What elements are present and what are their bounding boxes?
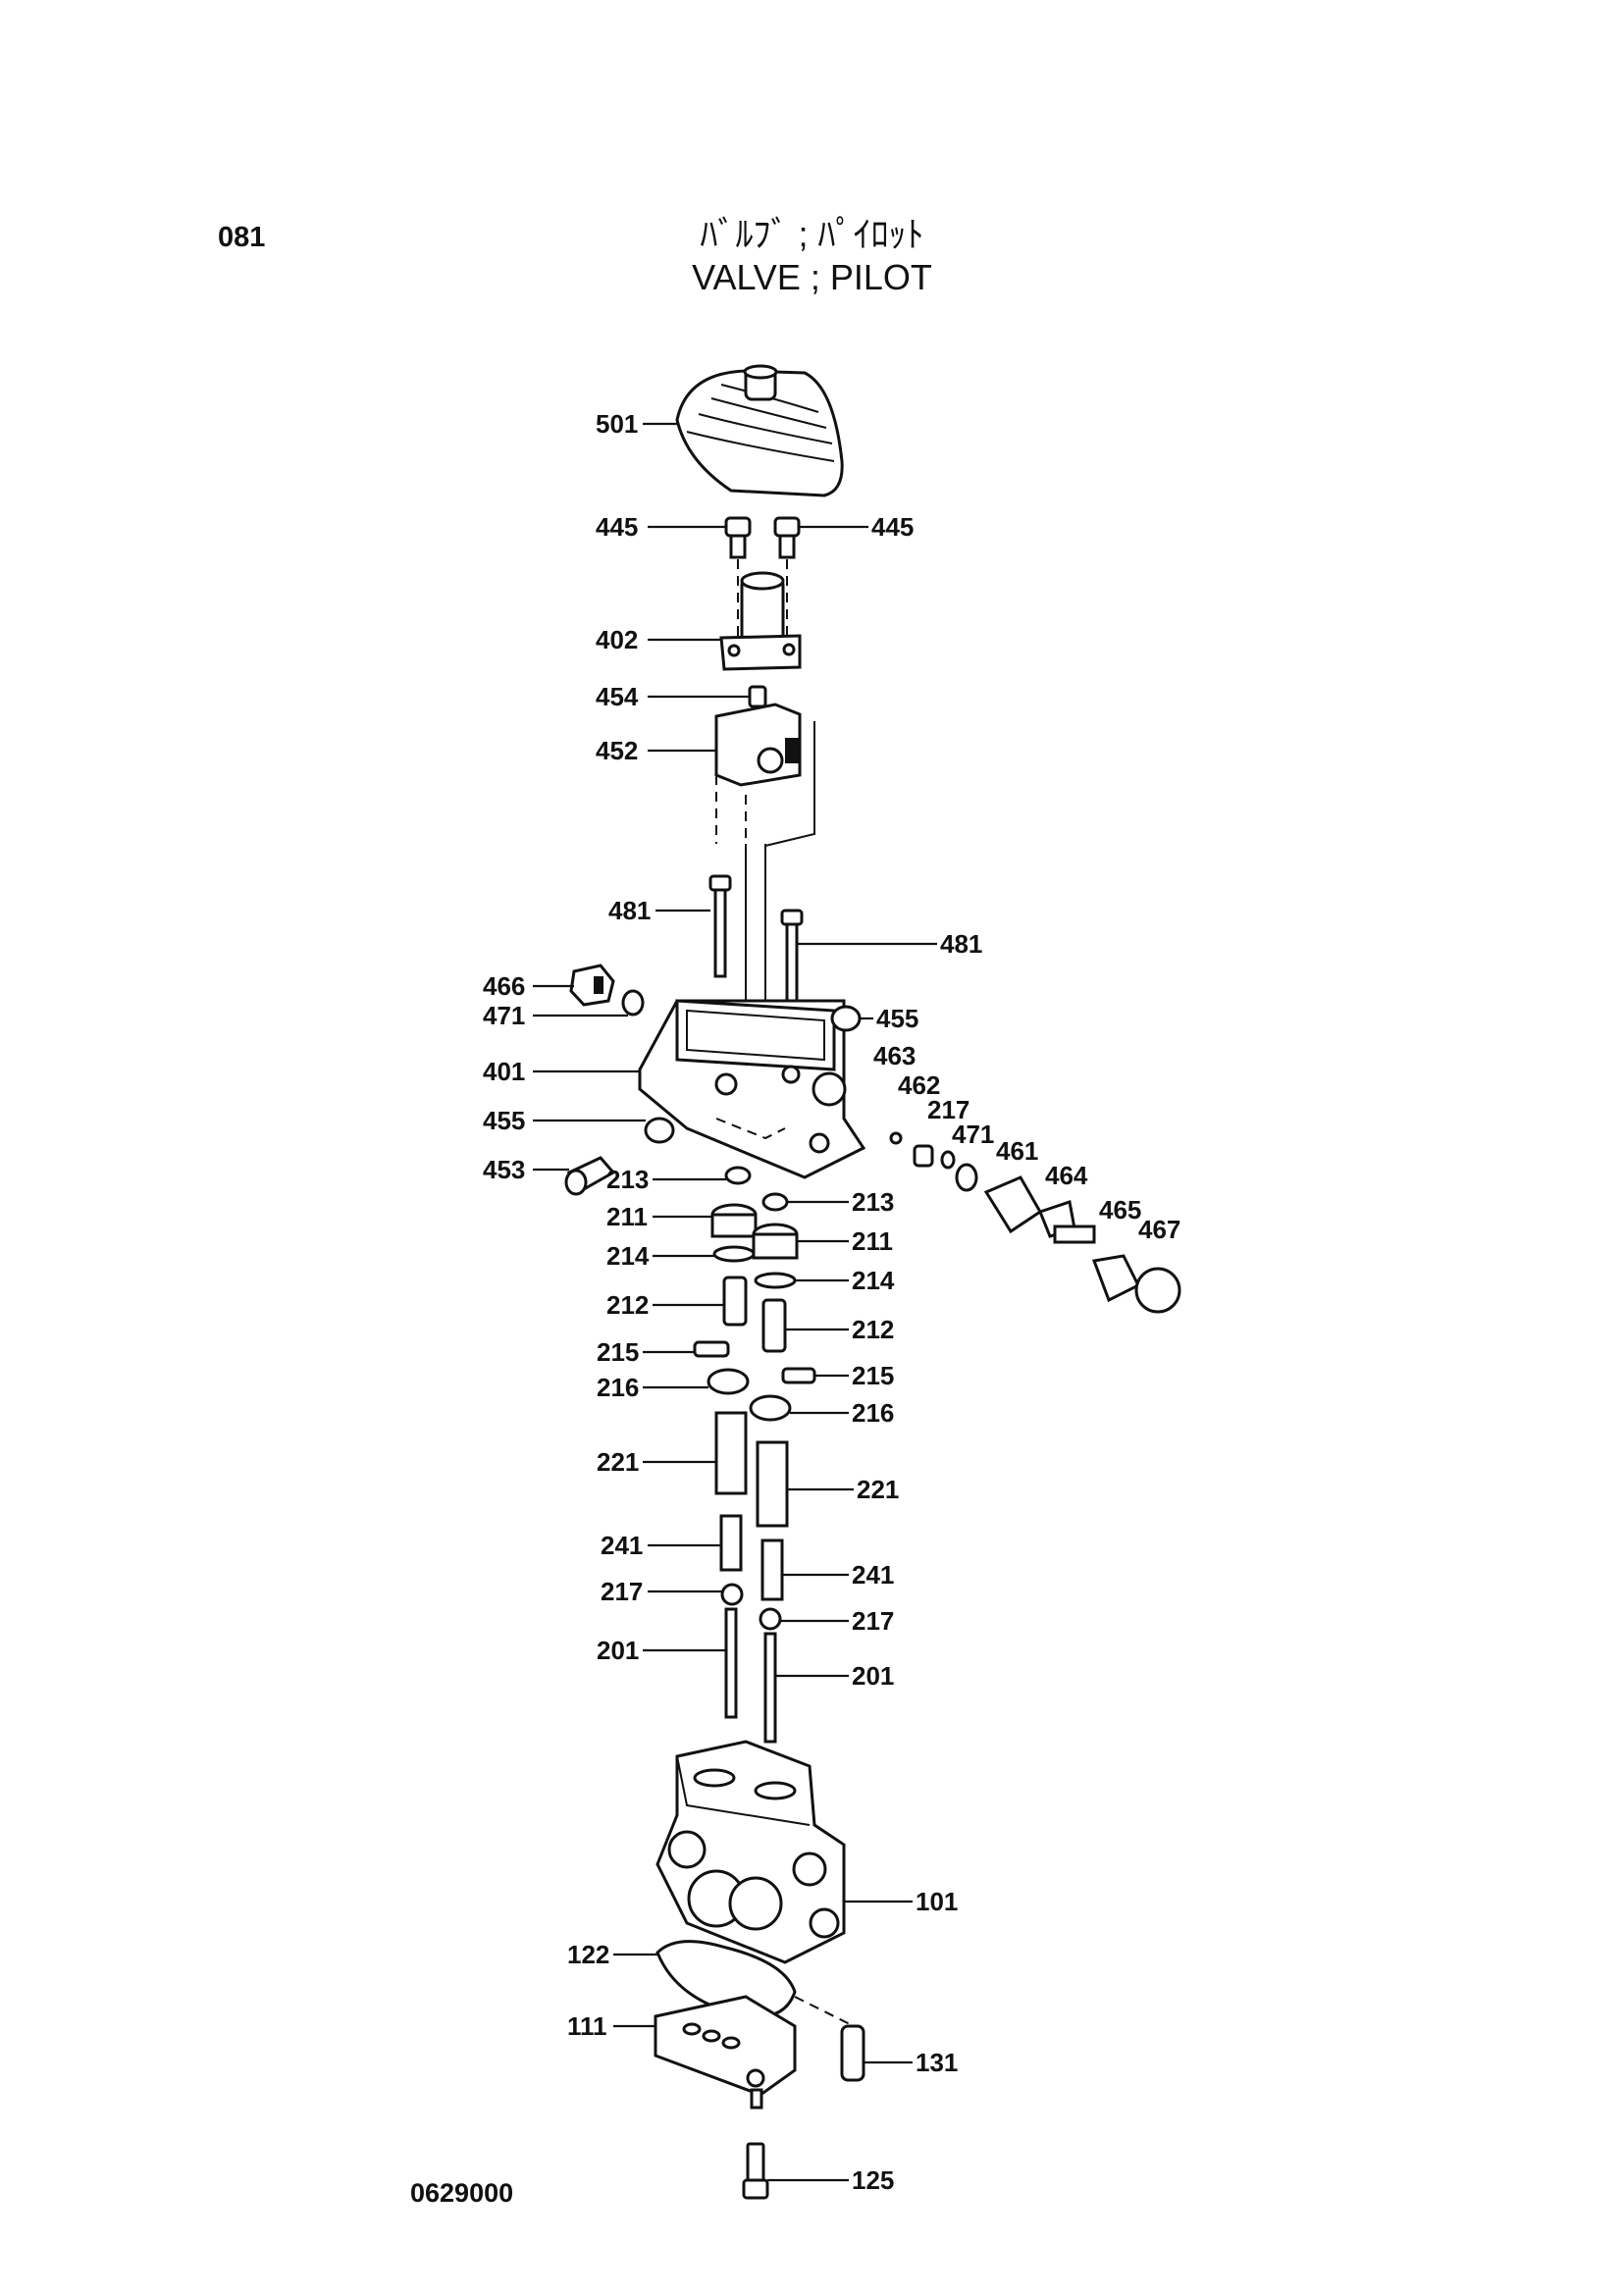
title-english: VALVE ; PILOT xyxy=(692,257,932,297)
part-125-screw xyxy=(742,2142,769,2200)
right-seal-stack xyxy=(749,1192,816,1744)
callout-211-left: 211 xyxy=(606,1202,648,1231)
callout-217-left: 217 xyxy=(601,1577,643,1606)
part-454 xyxy=(748,685,767,708)
callout-212-left: 212 xyxy=(606,1290,649,1320)
callout-201-right: 201 xyxy=(852,1661,894,1691)
callout-445-left: 445 xyxy=(596,512,638,542)
part-453 xyxy=(564,1156,616,1196)
callout-213-right: 213 xyxy=(852,1187,894,1217)
part-402-plate xyxy=(719,571,802,671)
title-japanese: ﾊﾞﾙﾌﾞ ; ﾊﾟｲﾛｯﾄ xyxy=(700,214,924,254)
callout-214-left: 214 xyxy=(606,1241,650,1271)
callout-211-right: 211 xyxy=(852,1226,893,1256)
callout-481-right: 481 xyxy=(940,929,982,959)
drawing-number: 0629000 xyxy=(410,2178,514,2208)
right-fitting-chain xyxy=(889,1131,1181,1314)
left-seal-stack xyxy=(693,1166,758,1719)
callout-471-left: 471 xyxy=(483,1001,525,1030)
leader-lines xyxy=(533,422,937,2182)
callout-215-left: 215 xyxy=(597,1337,639,1367)
callout-452: 452 xyxy=(596,736,638,765)
callout-464: 464 xyxy=(1045,1161,1088,1190)
callout-216-left: 216 xyxy=(597,1373,639,1402)
callout-214-right: 214 xyxy=(852,1266,895,1295)
callout-401: 401 xyxy=(483,1057,525,1086)
callout-241-left: 241 xyxy=(601,1531,643,1560)
part-452-block xyxy=(714,703,815,863)
callout-111: 111 xyxy=(567,2011,607,2041)
callout-467: 467 xyxy=(1138,1215,1180,1244)
callout-461: 461 xyxy=(996,1136,1038,1166)
part-122-gasket xyxy=(655,1940,797,2019)
part-466-plug xyxy=(569,964,615,1007)
callout-466: 466 xyxy=(483,971,525,1001)
callout-131: 131 xyxy=(916,2048,958,2077)
callout-122: 122 xyxy=(567,1940,609,1969)
callout-455-left: 455 xyxy=(483,1106,525,1135)
callout-241-right: 241 xyxy=(852,1560,894,1590)
callout-labels: 501 445 445 402 454 452 481 481 466 471 … xyxy=(483,409,1180,2195)
callout-465: 465 xyxy=(1099,1195,1141,1225)
callout-213-left: 213 xyxy=(606,1165,649,1194)
callout-201-left: 201 xyxy=(597,1636,639,1665)
part-401-housing xyxy=(638,999,866,1179)
callout-481-left: 481 xyxy=(608,896,651,925)
callout-217-right-top: 217 xyxy=(927,1095,969,1124)
part-131-pin xyxy=(840,2024,865,2082)
callout-125: 125 xyxy=(852,2165,894,2195)
part-471-oring xyxy=(621,989,645,1017)
callout-221-left: 221 xyxy=(597,1447,639,1477)
callout-471-right: 471 xyxy=(952,1120,994,1149)
callout-445-right: 445 xyxy=(871,512,914,542)
callout-463: 463 xyxy=(873,1041,916,1070)
part-455-plug-right xyxy=(830,1005,862,1032)
part-101-body xyxy=(655,1740,846,1964)
part-445-bolts xyxy=(724,516,801,643)
callout-455-right: 455 xyxy=(876,1004,918,1033)
part-111-plate xyxy=(654,1995,797,2110)
callout-454: 454 xyxy=(596,682,639,711)
callout-215-right: 215 xyxy=(852,1361,894,1390)
part-455-plug-left xyxy=(644,1117,675,1144)
callout-216-right: 216 xyxy=(852,1398,894,1428)
part-481-bolts xyxy=(708,874,804,1013)
callout-402: 402 xyxy=(596,625,638,654)
callout-101: 101 xyxy=(916,1887,958,1916)
page-number: 081 xyxy=(218,222,266,253)
callout-453: 453 xyxy=(483,1155,525,1184)
callout-501: 501 xyxy=(596,409,638,439)
callout-221-right: 221 xyxy=(857,1475,899,1504)
part-501-boot xyxy=(675,364,844,497)
callout-462: 462 xyxy=(898,1070,940,1100)
callout-212-right: 212 xyxy=(852,1315,894,1344)
callout-217-right: 217 xyxy=(852,1606,894,1636)
